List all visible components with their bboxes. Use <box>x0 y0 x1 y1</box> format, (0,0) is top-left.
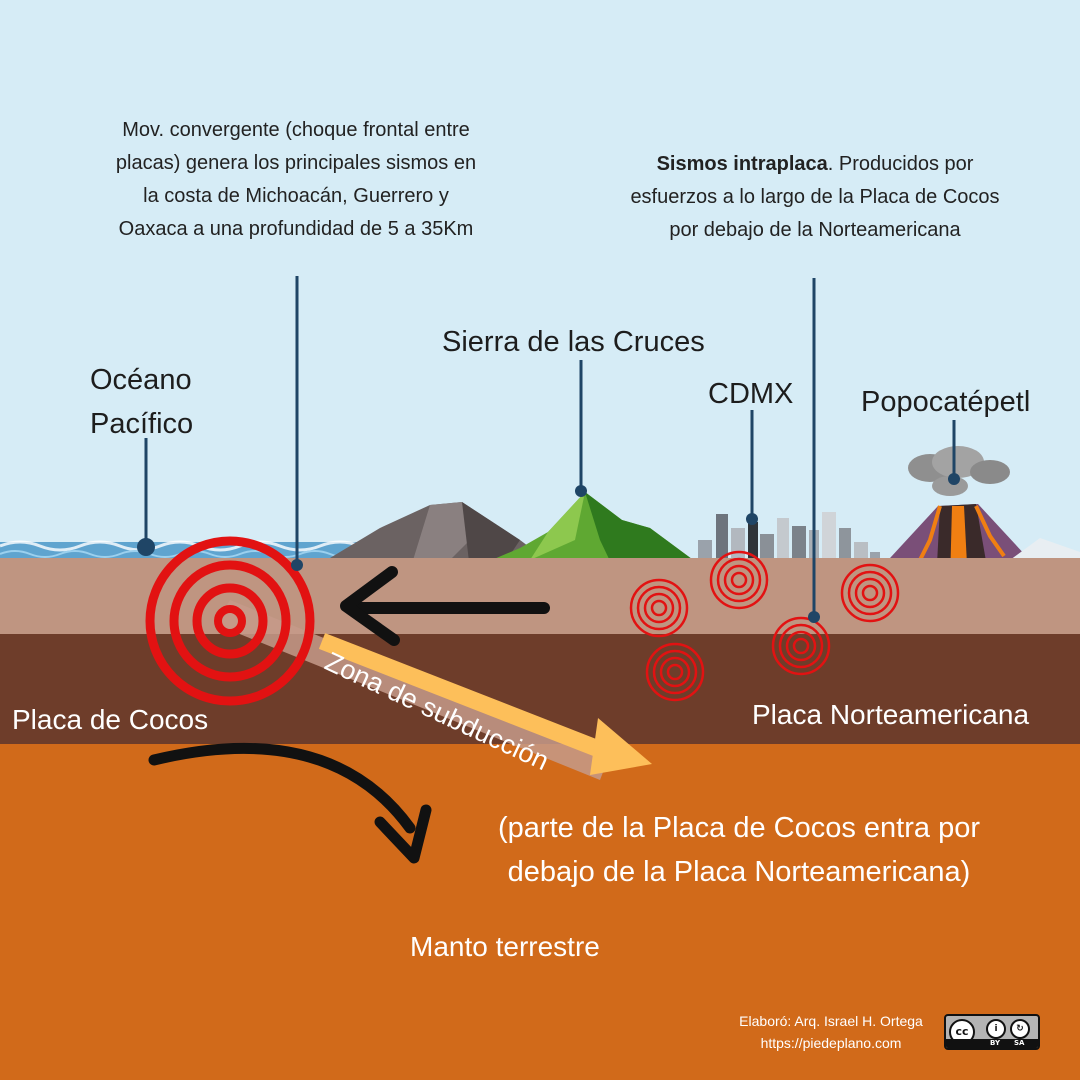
north-american-plate-label: Placa Norteamericana <box>752 699 1030 730</box>
mantle-label: Manto terrestre <box>410 931 600 962</box>
creative-commons-badge: cc i ↻ BY SA <box>944 1014 1040 1050</box>
convergence-arrow <box>340 566 550 646</box>
license-strip <box>946 1039 1038 1048</box>
popocatepetl-label: Popocatépetl <box>861 386 1031 418</box>
license-by-text: BY <box>990 1039 1001 1047</box>
gray-mountain <box>310 502 560 570</box>
author-credit: Elaboró: Arq. Israel H. Ortega https://p… <box>718 1010 944 1054</box>
license-sa-text: SA <box>1014 1039 1025 1047</box>
sky-background <box>0 0 1080 560</box>
subduction-arrow <box>318 633 652 775</box>
mantle-layer <box>0 744 1080 1080</box>
mantle-descent-arrow <box>148 742 432 864</box>
subducting-slab <box>215 600 610 780</box>
convergent-movement-note: Mov. convergente (choque frontal entre p… <box>115 119 477 240</box>
author-name: Elaboró: Arq. Israel H. Ortega <box>739 1013 923 1029</box>
sierra-de-las-cruces-label: Sierra de las Cruces <box>442 326 705 358</box>
pacific-ocean-label: Océano Pacífico <box>90 364 194 440</box>
intraplate-quakes-note: Sismos intraplaca. Producidos por esfuer… <box>628 148 1002 247</box>
subduction-detail-note: (parte de la Placa de Cocos entra por de… <box>498 812 980 888</box>
author-url[interactable]: https://piedeplano.com <box>760 1035 902 1051</box>
cocos-plate-label: Placa de Cocos <box>12 704 209 735</box>
intraplate-quakes-description: . Producidos por esfuerzos a lo largo de… <box>630 153 1000 241</box>
main-earthquake-rings <box>145 536 315 706</box>
cdmx-label: CDMX <box>708 378 794 410</box>
intraplate-quakes-title: Sismos intraplaca <box>656 153 828 175</box>
intraplate-quake-rings <box>629 550 900 702</box>
share-alike-icon: ↻ <box>1010 1019 1030 1039</box>
callout-lines <box>137 276 960 623</box>
crust-layer <box>0 558 1080 636</box>
attribution-icon: i <box>986 1019 1006 1039</box>
